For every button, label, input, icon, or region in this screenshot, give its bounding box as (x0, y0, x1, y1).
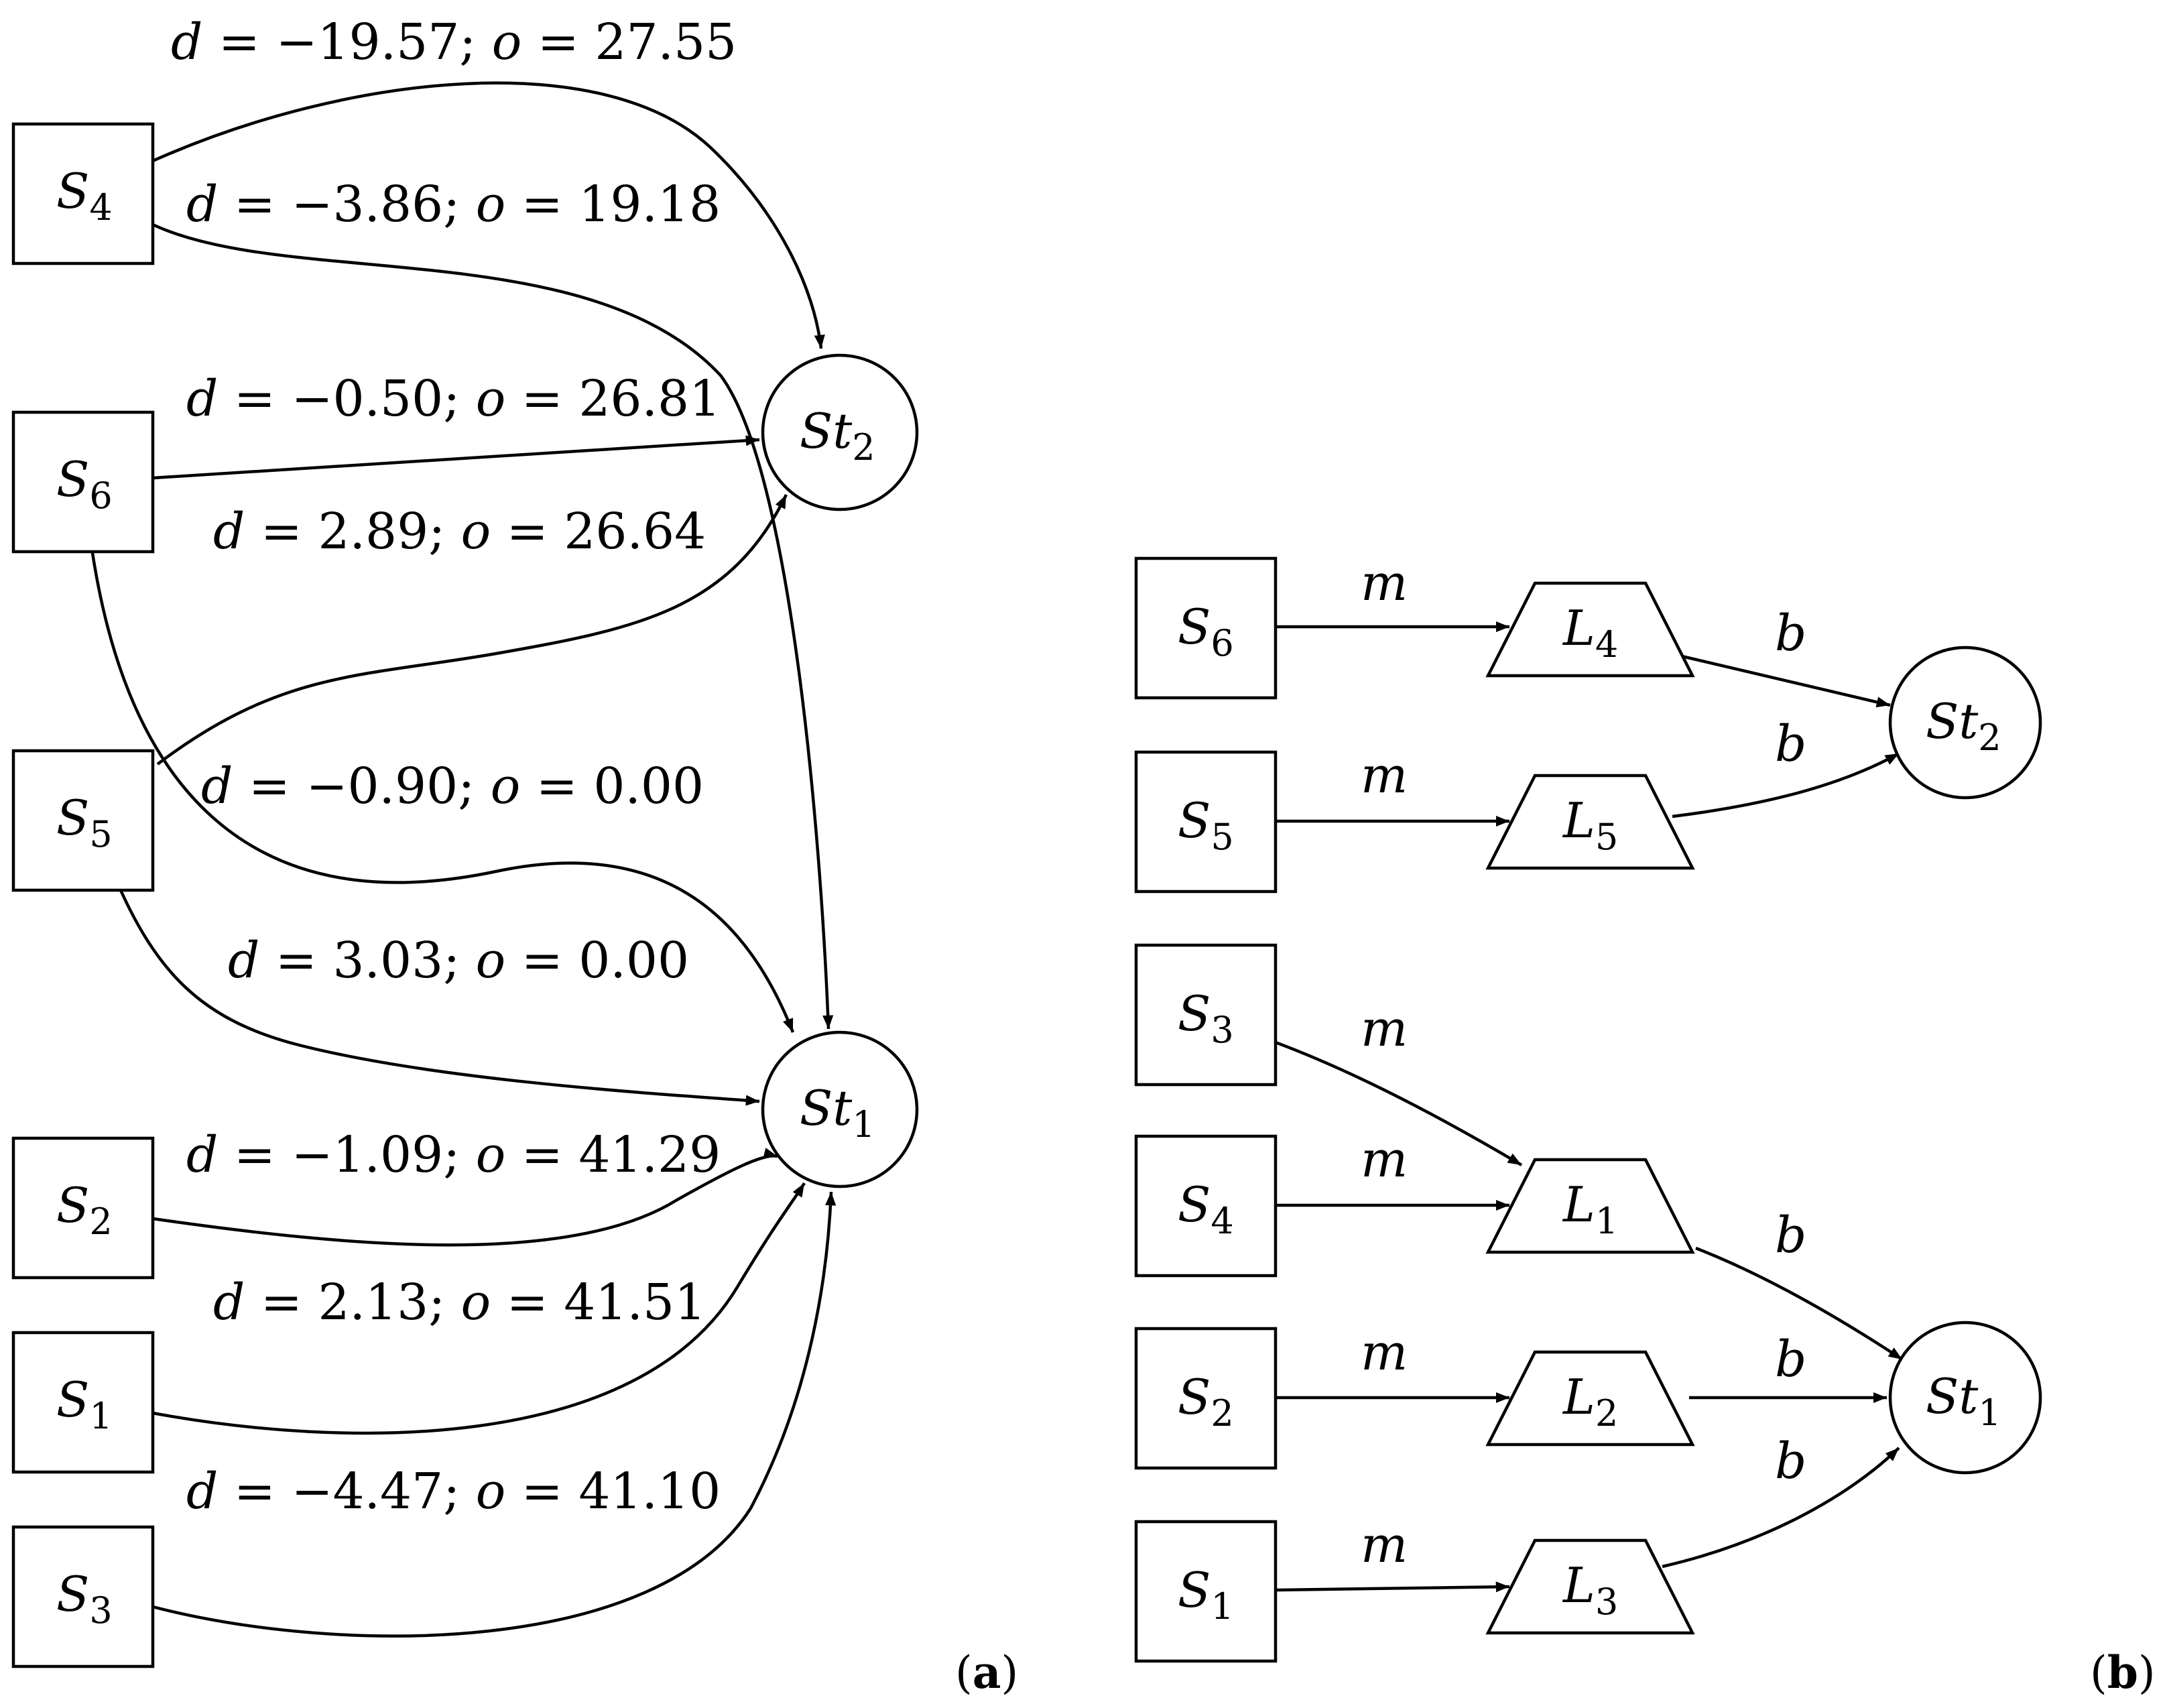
node-circle-b-st1 (1888, 1321, 2042, 1475)
edge-a-s1-st1 (152, 1182, 806, 1435)
edge-label-b-4: m (1361, 1324, 1408, 1382)
node-box-s5 (11, 749, 155, 892)
edge-label-a-8: d = −4.47; o = 41.10 (186, 1463, 721, 1520)
node-trap-l2 (1485, 1350, 1695, 1447)
node-label-b-l2: L2 (1562, 1369, 1618, 1435)
node-box-s6 (11, 410, 155, 554)
node-label-b-s5: S5 (1178, 792, 1234, 858)
edge-a-s4-st1 (152, 223, 834, 1030)
edge-label-b-1: m (1361, 747, 1408, 804)
edge-label-b-9: b (1775, 1331, 1806, 1388)
panel-a: S4 S6 S5 S2 S1 S3 St2 St1 d = −19.57; o … (11, 13, 1018, 1699)
node-label-a-st2: St2 (800, 403, 875, 469)
node-label-b-st1: St1 (1926, 1368, 2001, 1434)
node-label-b-s2: S2 (1178, 1369, 1234, 1435)
node-box-s3 (11, 1525, 155, 1668)
edge-a-s6-st2 (152, 435, 760, 480)
edge-a-s6-st1 (90, 552, 795, 1033)
edge-label-b-0: m (1361, 554, 1408, 612)
edge-label-a-2: d = −0.50; o = 26.81 (186, 370, 721, 428)
edge-label-b-5: m (1361, 1516, 1408, 1574)
panel-b: S6 S5 S3 S4 S2 S1 L4 L5 L1 L2 L3 (1134, 554, 2156, 1699)
node-label-b-l1: L1 (1562, 1176, 1618, 1242)
node-box-s2 (11, 1136, 155, 1280)
edge-label-b-3: m (1361, 1131, 1408, 1188)
node-label-a-s3: S3 (56, 1566, 113, 1632)
edge-label-a-5: d = 3.03; o = 0.00 (228, 932, 689, 989)
edge-label-a-4: d = −0.90; o = 0.00 (201, 757, 704, 815)
node-label-b-l5: L5 (1562, 792, 1618, 858)
node-box-b-s2 (1134, 1327, 1278, 1470)
node-box-b-s5 (1134, 750, 1278, 894)
node-trap-l3 (1485, 1538, 1695, 1635)
node-circle-b-st2 (1888, 646, 2042, 800)
node-box-b-s1 (1134, 1520, 1278, 1663)
node-label-a-s4: S4 (56, 163, 113, 229)
edge-b-s3-l1 (1275, 1040, 1523, 1166)
edge-label-a-1: d = −3.86; o = 19.18 (186, 176, 721, 233)
edge-label-b-6: b (1775, 605, 1806, 662)
node-label-a-s2: S2 (56, 1177, 113, 1243)
edge-label-a-0: d = −19.57; o = 27.55 (171, 13, 737, 71)
node-box-s4 (11, 122, 155, 265)
panel-label-b: (b) (2090, 1646, 2156, 1699)
edge-a-s2-st1 (152, 1148, 778, 1247)
edge-b-l1-st1 (1695, 1246, 1904, 1361)
panel-label-a: (a) (955, 1646, 1018, 1699)
node-trap-l5 (1485, 774, 1695, 870)
node-label-a-s6: S6 (56, 451, 113, 517)
edge-b-s1-l3 (1275, 1581, 1510, 1593)
edge-b-l3-st1 (1662, 1447, 1900, 1569)
edge-a-s5-st2 (156, 494, 788, 766)
edge-label-b-8: b (1775, 1207, 1806, 1264)
edge-a-s4-st2 (152, 81, 825, 349)
edge-label-a-7: d = 2.13; o = 41.51 (213, 1274, 706, 1331)
node-label-a-s5: S5 (56, 790, 113, 855)
edge-label-a-6: d = −1.09; o = 41.29 (186, 1126, 721, 1184)
node-box-b-s3 (1134, 943, 1278, 1087)
edge-b-l5-st2 (1672, 752, 1900, 818)
node-label-b-st2: St2 (1926, 693, 2001, 759)
node-label-b-s6: S6 (1178, 599, 1234, 664)
node-circle-st2 (761, 353, 919, 511)
node-label-a-st1: St1 (800, 1080, 875, 1146)
node-circle-st1 (761, 1030, 919, 1188)
node-label-b-s1: S1 (1178, 1562, 1234, 1628)
node-label-b-s4: S4 (1178, 1176, 1234, 1242)
node-box-s1 (11, 1331, 155, 1474)
node-box-b-s4 (1134, 1134, 1278, 1278)
edge-a-s5-st1 (119, 890, 760, 1106)
node-box-b-s6 (1134, 556, 1278, 700)
edge-label-b-7: b (1775, 715, 1806, 773)
node-label-b-l4: L4 (1562, 600, 1618, 666)
node-trap-l1 (1485, 1158, 1695, 1254)
edge-label-b-2: m (1361, 1000, 1408, 1058)
edge-b-l4-st2 (1678, 654, 1891, 708)
edge-label-a-3: d = 2.89; o = 26.64 (213, 503, 706, 560)
node-label-a-s1: S1 (56, 1371, 113, 1437)
node-label-b-s3: S3 (1178, 985, 1234, 1051)
edge-a-s3-st1 (152, 1191, 837, 1638)
node-trap-l4 (1485, 581, 1695, 678)
edge-label-b-10: b (1775, 1432, 1806, 1490)
node-label-b-l3: L3 (1562, 1557, 1618, 1623)
